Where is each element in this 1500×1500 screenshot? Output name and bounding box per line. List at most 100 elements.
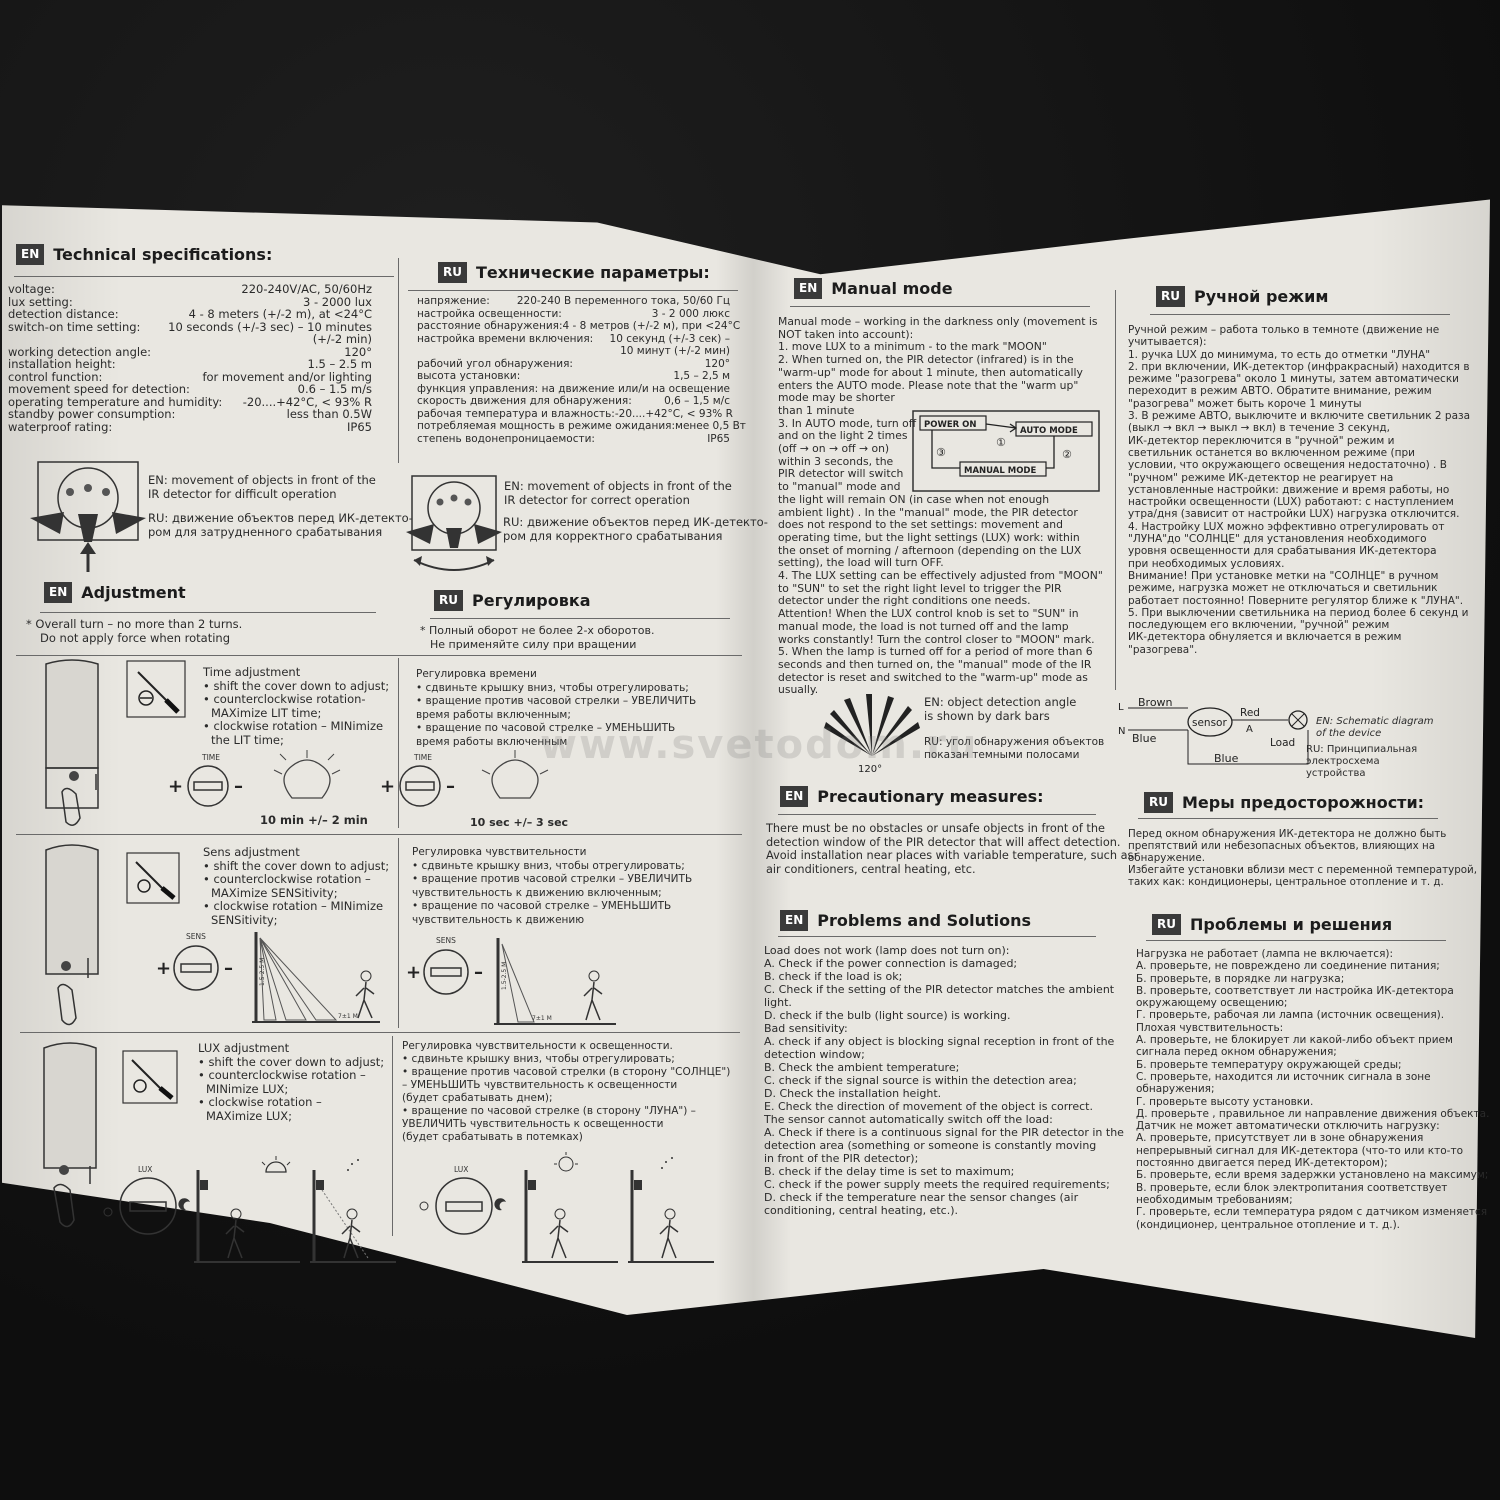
lux-dial-icon: LUX	[419, 1165, 506, 1235]
text-line: ambient light) . In the "manual" mode, t…	[778, 505, 1078, 519]
text-line: • counterclockwise rotation-	[203, 692, 366, 706]
spec-row: operating temperature and humidity:-20..…	[8, 394, 372, 409]
height-label: 1.5-2.5 M	[259, 958, 266, 986]
text-line: работает постоянно! Поверните регулятор …	[1128, 594, 1464, 607]
adj-en-sens-text: Sens adjustment• shift the cover down to…	[203, 845, 390, 927]
text-line: • shift the cover down to adjust;	[203, 678, 390, 693]
text-line: • shift the cover down to adjust;	[203, 858, 390, 873]
watermark: www.svetodom.ru	[540, 722, 979, 768]
load-label: Load	[1270, 737, 1295, 749]
text-line: usually.	[778, 683, 819, 697]
prob-ru-title: Проблемы и решения	[1189, 915, 1393, 934]
text-line: (будет срабатывать днем);	[402, 1092, 553, 1104]
text-line: В. проверьте, если блок электропитания с…	[1136, 1181, 1448, 1194]
text-line: (будет срабатывать в потемках)	[402, 1131, 583, 1143]
text-line: C. Check if the setting of the PIR detec…	[764, 983, 1115, 996]
tech-ru-heading: RU Технические параметры:	[438, 262, 710, 283]
text-line: • сдвиньте крышку вниз, чтобы отрегулиро…	[402, 1053, 675, 1065]
text-line: MAXimize LUX;	[206, 1108, 293, 1123]
lux-day-scene-figure	[522, 1152, 618, 1263]
text-line: • сдвиньте крышку вниз, чтобы отрегулиро…	[412, 859, 685, 872]
text-line: EN: movement of objects in front of the	[504, 479, 732, 493]
spec-value: 0.6 – 1.5 m/s	[297, 382, 372, 396]
text-line: • counterclockwise rotation –	[198, 1068, 366, 1082]
spec-row: функция управления:на движение или/и на …	[417, 383, 730, 396]
sens-detection-zone-figure: 1.5-2.5 M 7±1 M	[494, 938, 616, 1025]
mode-step-1: ①	[996, 436, 1006, 449]
prec-en-heading: EN Precautionary measures:	[780, 786, 1044, 807]
time-dial-icon: TIME +–	[380, 753, 455, 807]
text-line: conditioning, central heating, etc.).	[764, 1204, 958, 1217]
text-line: 5. При выключении светильника на период …	[1128, 606, 1469, 619]
text-line: чувствительность к движению	[412, 913, 585, 926]
spec-row: (+/-2 min)	[8, 333, 372, 346]
distance-label: 7±1 M	[338, 1013, 358, 1020]
text-line: is shown by dark bars	[924, 708, 1050, 723]
divider	[398, 258, 399, 463]
text-line: B. Check the ambient temperature;	[764, 1061, 960, 1074]
manual-en-title: Manual mode	[831, 279, 953, 298]
text-line: IR detector for correct operation	[504, 492, 690, 507]
spec-value: 120°	[344, 344, 372, 359]
tech-ru-title: Технические параметры:	[475, 263, 710, 282]
prec-ru-heading: RU Меры предосторожности:	[1144, 792, 1424, 813]
spec-key: настройка времени включения:	[417, 332, 594, 345]
spec-key: скорость движения для обнаружения:	[417, 395, 632, 407]
text-line: уровня освещенности для срабатывания ИК-…	[1128, 545, 1437, 558]
text-line: препятствий или небезопасных объектов, в…	[1128, 840, 1436, 852]
text-line: RU: движение объектов перед ИК-детекто-	[148, 511, 413, 525]
lux-day-scene-figure	[194, 1156, 300, 1263]
svg-text:+: +	[156, 958, 171, 979]
divider	[430, 618, 730, 619]
spec-value: 3 - 2000 lux	[303, 294, 372, 309]
text-line: • clockwise rotation –	[198, 1095, 322, 1109]
text-line: C. check if the signal source is within …	[764, 1074, 1077, 1087]
text-line: чувствительность к движению включенным;	[412, 886, 662, 899]
text-line: "ручном" режиме ИК-детектор не реагирует…	[1128, 471, 1394, 484]
text-line: Д. проверьте , правильное ли направление…	[1136, 1107, 1490, 1120]
screwdriver-icon	[126, 660, 186, 718]
wire-l-label: L	[1118, 702, 1124, 713]
spec-key: рабочая температура и влажность:	[417, 407, 615, 420]
divider	[40, 612, 376, 613]
text-line: detection window;	[764, 1048, 865, 1061]
text-line: 1. move LUX to a minimum - to the mark "…	[778, 340, 1047, 354]
spec-value: -20....+42°C, < 93% R	[242, 394, 372, 409]
lux-night-scene-figure	[310, 1158, 396, 1263]
spec-row: 10 минут (+/-2 мин)	[417, 345, 730, 358]
spec-row: installation height:1.5 – 2.5 m	[8, 358, 372, 371]
divider	[14, 276, 394, 277]
lang-tag-en: EN	[780, 786, 809, 807]
text-line: Плохая чувствительность:	[1136, 1021, 1284, 1034]
text-line: при необходимых условиях.	[1128, 557, 1285, 570]
text-line: Перед окном обнаружения ИК-детектора не …	[1128, 828, 1447, 840]
detector-correct-operation-figure	[406, 475, 502, 571]
divider	[16, 834, 742, 835]
text-line: SENSitivity;	[211, 912, 278, 927]
text-line: ром для корректного срабатывания	[503, 528, 723, 543]
wire-blue2-label: Blue	[1214, 752, 1239, 765]
divider	[1138, 818, 1438, 819]
text-line: С. проверьте, находится ли источник сигн…	[1136, 1070, 1431, 1083]
divider	[1115, 290, 1116, 690]
time-range-max: 10 min +/– 2 min	[260, 813, 368, 827]
text-line: detection area (something or someone is …	[764, 1139, 1097, 1152]
text-line: A. check if any object is blocking signa…	[764, 1035, 1115, 1048]
spec-row: waterproof rating:IP65	[8, 420, 372, 434]
text-line: установленные настройки: движение и врем…	[1128, 483, 1450, 496]
text-line: LUX adjustment	[198, 1041, 290, 1055]
text-line: Avoid installation near places with vari…	[766, 849, 1138, 862]
text-line: (off → on → off → on)	[778, 442, 890, 456]
spec-key: installation height:	[8, 357, 116, 371]
spec-row: voltage:220-240V/AC, 50/60Hz	[8, 283, 372, 296]
lux-dial-icon: LUX	[103, 1165, 190, 1235]
text-line: Load does not work (lamp does not turn o…	[764, 944, 1010, 957]
text-line: the onset of morning / afternoon (depend…	[778, 543, 1082, 557]
text-line: обнаружение.	[1128, 852, 1205, 864]
divider	[392, 1036, 393, 1236]
spec-key: switch-on time setting:	[8, 319, 141, 334]
text-line: D. Check the installation height.	[764, 1087, 942, 1100]
spec-row: working detection angle:120°	[8, 344, 372, 359]
